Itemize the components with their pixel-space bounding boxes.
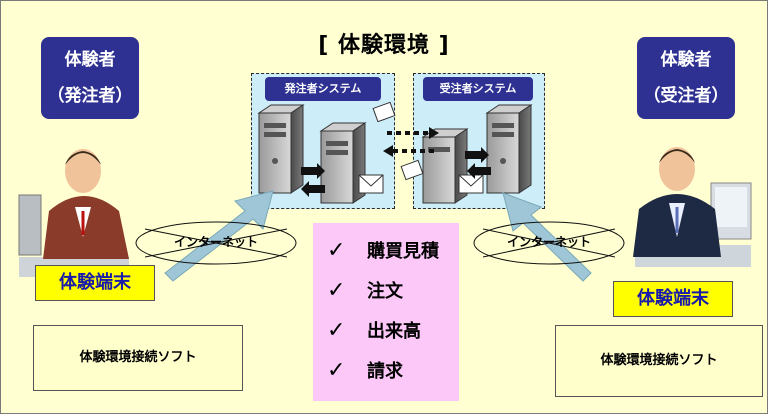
left-party-badge: 体験者 （発注者）: [41, 37, 139, 119]
left-software-box: 体験環境接続ソフト: [33, 325, 243, 391]
feature-label: 購買見積: [367, 241, 439, 262]
right-party-role: （受注者）: [643, 86, 729, 106]
arrow-icon: [383, 127, 439, 157]
arrow-icon: [301, 147, 491, 197]
diagram-title: [ 体験環境 ]: [318, 33, 450, 58]
server-icon: [257, 104, 305, 194]
mail-icon: [458, 174, 484, 194]
right-internet-label: インターネット: [506, 235, 591, 249]
left-party-role: （発注者）: [47, 86, 133, 106]
person-icon: [633, 147, 752, 267]
left-terminal-label: 体験端末: [35, 265, 155, 301]
feature-label: 請求: [367, 361, 403, 382]
right-software-box: 体験環境接続ソフト: [555, 325, 763, 397]
check-icon: ✓: [327, 238, 346, 263]
document-icon: [372, 101, 424, 181]
mail-icon: [358, 174, 384, 194]
feature-item: ✓ 請求: [327, 357, 403, 383]
right-terminal-label: 体験端末: [613, 281, 733, 317]
feature-item: ✓ 注文: [327, 277, 403, 303]
check-icon: ✓: [327, 318, 346, 343]
contractor-system-label: 受注者システム: [423, 77, 533, 101]
orderer-system-label: 発注者システム: [265, 77, 381, 101]
left-party-name: 体験者: [64, 50, 116, 70]
check-icon: ✓: [327, 358, 346, 383]
right-internet-ellipse: [473, 221, 625, 265]
left-internet-ellipse: [135, 221, 297, 265]
right-party-badge: 体験者 （受注者）: [637, 37, 735, 119]
feature-label: 注文: [367, 281, 403, 302]
check-icon: ✓: [327, 278, 346, 303]
right-party-name: 体験者: [660, 50, 712, 70]
feature-label: 出来高: [367, 321, 421, 342]
feature-item: ✓ 出来高: [327, 317, 421, 343]
feature-item: ✓ 購買見積: [327, 237, 439, 263]
feature-panel: ✓ 購買見積 ✓ 注文 ✓ 出来高 ✓ 請求: [313, 223, 459, 401]
left-internet-label: インターネット: [173, 235, 258, 249]
arrow-icon: [164, 190, 592, 282]
